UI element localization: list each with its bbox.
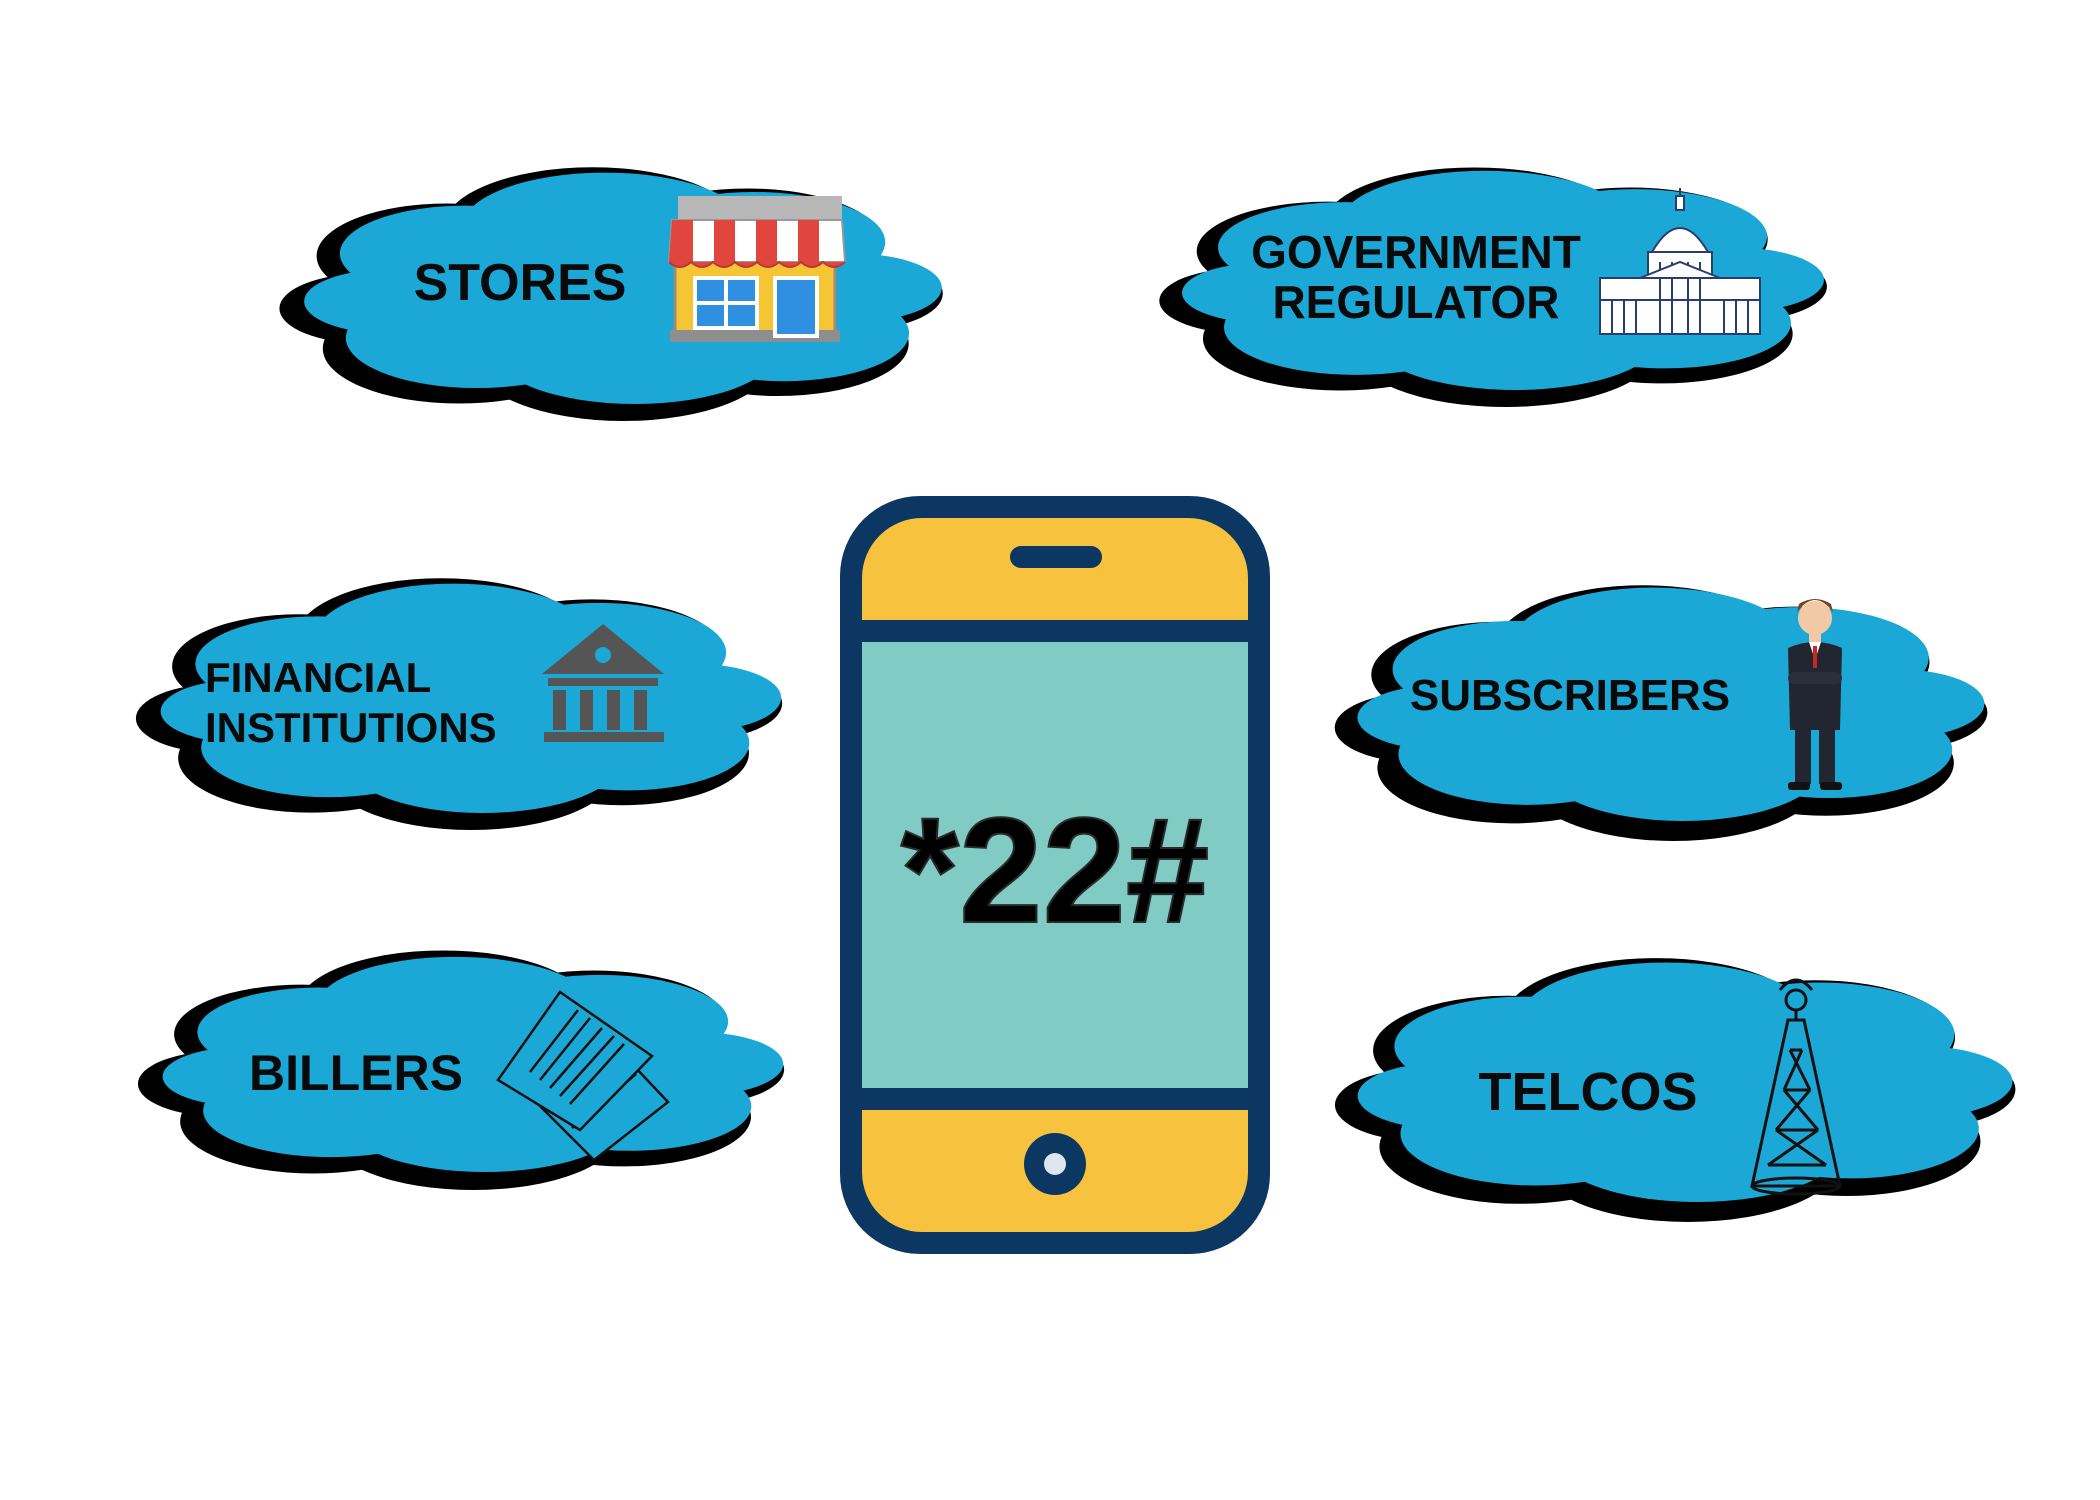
financial-label-line1: FINANCIAL: [205, 654, 431, 701]
telcos-label: TELCOS: [1478, 1062, 1697, 1122]
storefront-icon: [667, 196, 847, 342]
government-regulator-cloud: GOVERNMENT REGULATOR: [1159, 167, 1827, 407]
capitol-building-icon: [1599, 188, 1761, 335]
phone-screen: [862, 642, 1248, 1088]
ussd-code: *22#: [901, 786, 1210, 954]
phone-speaker: [1010, 546, 1102, 568]
financial-institutions-cloud: FINANCIAL INSTITUTIONS: [135, 578, 783, 830]
radio-tower-icon: [1750, 978, 1842, 1196]
financial-label-line2: INSTITUTIONS: [205, 704, 497, 751]
businessman-icon: [1788, 599, 1842, 790]
subscribers-cloud: SUBSCRIBERS: [1334, 585, 1988, 841]
telcos-cloud: TELCOS: [1334, 958, 2016, 1222]
stores-cloud: STORES: [279, 167, 943, 421]
billers-cloud: BILLERS: [137, 950, 785, 1190]
government-label-line1: GOVERNMENT: [1251, 226, 1581, 278]
billers-label: BILLERS: [249, 1045, 463, 1101]
government-label-line2: REGULATOR: [1272, 276, 1559, 328]
mobile-phone-icon: *22#: [840, 496, 1270, 1254]
stores-label: STORES: [414, 254, 627, 312]
bills-icon: [496, 990, 670, 1162]
bank-icon: [542, 624, 664, 742]
subscribers-label: SUBSCRIBERS: [1410, 671, 1730, 720]
